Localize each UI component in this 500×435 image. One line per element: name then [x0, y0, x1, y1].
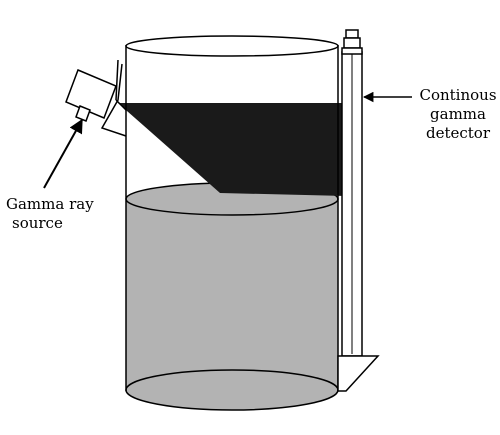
detector-rod — [341, 29, 363, 357]
detector-label-line-1: Continous — [419, 86, 497, 104]
detector-label-line-3: detector — [425, 124, 490, 142]
source-label-line-1: Gamma ray — [6, 195, 94, 213]
radiation-beam — [118, 103, 346, 196]
detector-label-line-2: gamma — [430, 105, 486, 123]
gamma-source-housing — [65, 59, 127, 137]
tank-top — [125, 35, 339, 57]
source-label: Gamma ray source — [6, 195, 94, 233]
source-arrow — [43, 118, 83, 189]
detector-bracket — [337, 355, 380, 392]
source-label-line-2: source — [12, 214, 63, 232]
liquid-fill — [126, 200, 338, 410]
detector-label: Continous gamma detector — [416, 86, 500, 143]
